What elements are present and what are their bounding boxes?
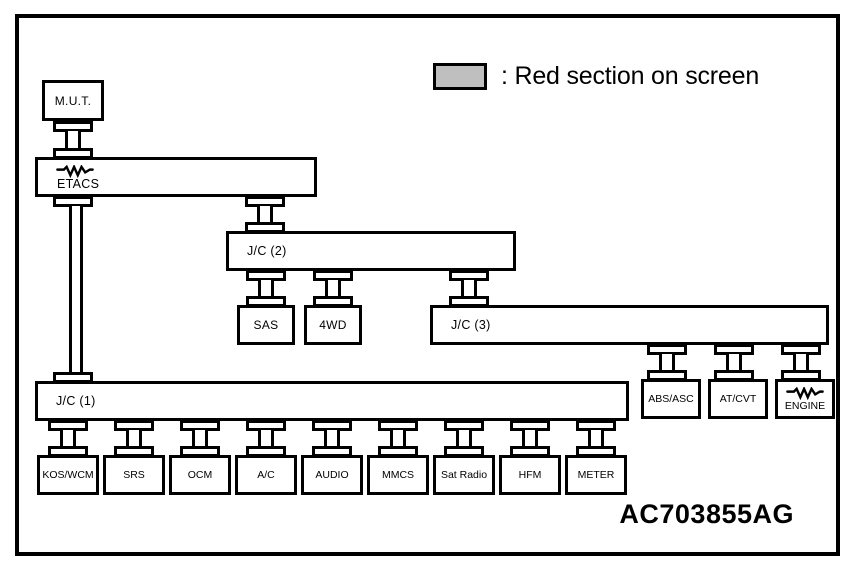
connector-riser — [325, 280, 341, 297]
part-number: AC703855AG — [619, 499, 794, 529]
node-etacs-label: ETACS — [57, 177, 100, 191]
node-hfm[interactable]: HFM — [499, 455, 561, 495]
connector-riser — [461, 280, 477, 297]
legend: : Red section on screen — [433, 62, 759, 91]
connector-plate-top — [53, 121, 93, 132]
connector-plate-top — [647, 344, 687, 355]
node-abs-asc-label: ABS/ASC — [648, 392, 694, 405]
connector-plate-top — [114, 420, 154, 431]
connector-plate-top — [245, 196, 285, 207]
diagram-frame: : Red section on screen M.U.T. ETACS — [15, 14, 840, 556]
node-hfm-label: HFM — [518, 468, 542, 481]
node-audio-label: AUDIO — [315, 468, 349, 481]
node-srs[interactable]: SRS — [103, 455, 165, 495]
node-mmcs[interactable]: MMCS — [367, 455, 429, 495]
node-mmcs-label: MMCS — [381, 468, 415, 481]
connector-plate-top — [53, 196, 93, 207]
node-sat-radio[interactable]: Sat Radio — [433, 455, 495, 495]
connector-plate-top — [444, 420, 484, 431]
node-ocm-label: OCM — [187, 468, 213, 481]
node-at-cvt-label: AT/CVT — [719, 392, 757, 405]
etacs-terminator: ETACS — [56, 165, 99, 191]
connector-plate-top — [180, 420, 220, 431]
node-meter[interactable]: METER — [565, 455, 627, 495]
connector-riser — [192, 430, 208, 447]
bus-line-etacs-jc1 — [69, 206, 83, 373]
connector-plate-top — [449, 270, 489, 281]
connector-riser — [390, 430, 406, 447]
node-jc3[interactable]: J/C (3) — [430, 305, 829, 345]
connector-plate-top — [313, 270, 353, 281]
connector-riser — [258, 280, 274, 297]
connector-riser — [522, 430, 538, 447]
connector-riser — [588, 430, 604, 447]
node-jc1-label: J/C (1) — [56, 393, 96, 408]
connector-riser — [60, 430, 76, 447]
connector-riser — [65, 131, 81, 149]
connector-plate-top — [246, 270, 286, 281]
node-kos-wcm-label: KOS/WCM — [42, 468, 94, 481]
node-jc1[interactable]: J/C (1) — [35, 381, 629, 421]
node-engine[interactable]: ENGINE — [775, 379, 835, 419]
node-jc3-label: J/C (3) — [451, 317, 491, 332]
connector-riser — [324, 430, 340, 447]
connector-riser — [126, 430, 142, 447]
node-etacs[interactable]: ETACS — [35, 157, 317, 197]
connector-plate-top — [378, 420, 418, 431]
node-engine-label: ENGINE — [784, 399, 826, 412]
node-4wd[interactable]: 4WD — [304, 305, 362, 345]
connector-plate-top — [48, 420, 88, 431]
connector-riser — [726, 354, 742, 371]
connector-riser — [793, 354, 809, 371]
node-mut-label: M.U.T. — [54, 93, 92, 108]
connector-riser — [257, 206, 273, 223]
legend-label: : Red section on screen — [501, 62, 760, 90]
node-meter-label: METER — [577, 468, 615, 481]
connector-riser — [659, 354, 675, 371]
node-sas[interactable]: SAS — [237, 305, 295, 345]
terminating-resistor-icon — [56, 165, 94, 178]
connector-plate-top — [312, 420, 352, 431]
node-kos-wcm[interactable]: KOS/WCM — [37, 455, 99, 495]
node-ac[interactable]: A/C — [235, 455, 297, 495]
node-4wd-label: 4WD — [319, 318, 347, 332]
node-jc2[interactable]: J/C (2) — [226, 231, 516, 271]
node-sat-radio-label: Sat Radio — [440, 468, 488, 481]
connector-riser — [456, 430, 472, 447]
node-at-cvt[interactable]: AT/CVT — [708, 379, 768, 419]
node-srs-label: SRS — [123, 468, 145, 481]
legend-swatch-red-section — [433, 63, 487, 90]
node-mut[interactable]: M.U.T. — [42, 80, 104, 121]
connector-plate-top — [246, 420, 286, 431]
connector-plate-top — [510, 420, 550, 431]
node-jc2-label: J/C (2) — [247, 243, 287, 258]
node-audio[interactable]: AUDIO — [301, 455, 363, 495]
node-ocm[interactable]: OCM — [169, 455, 231, 495]
terminating-resistor-icon — [786, 386, 824, 400]
node-abs-asc[interactable]: ABS/ASC — [641, 379, 701, 419]
node-ac-label: A/C — [257, 468, 275, 481]
connector-plate-top — [781, 344, 821, 355]
connector-riser — [258, 430, 274, 447]
connector-plate-top — [576, 420, 616, 431]
node-sas-label: SAS — [253, 318, 279, 332]
connector-plate-top — [714, 344, 754, 355]
